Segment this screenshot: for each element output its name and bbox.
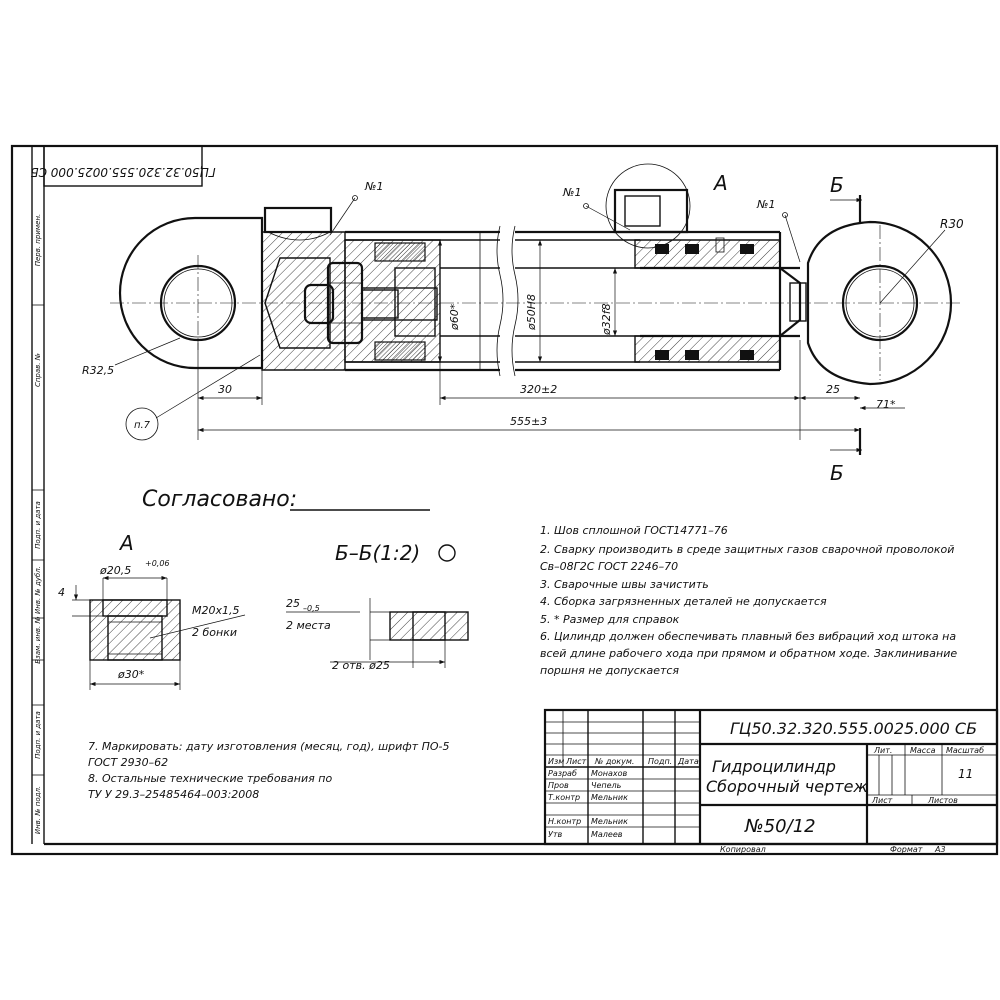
dia-60: ø60* xyxy=(448,303,461,331)
section-b-bottom: Б xyxy=(830,461,844,485)
boss xyxy=(263,206,333,234)
section-bb-title: Б–Б(1:2) xyxy=(335,541,420,565)
side-label: Взам. инв. № xyxy=(34,616,42,664)
scale-value: 11 xyxy=(958,767,973,781)
note-line: поршня не допускается xyxy=(540,664,679,677)
port-boss: А xyxy=(605,163,728,249)
footer: Копировал Формат А3 xyxy=(720,845,946,854)
p7-label: п.7 xyxy=(134,420,151,431)
detail-a-title: А xyxy=(118,531,134,555)
bb-holes: 2 отв. ø25 xyxy=(332,659,390,672)
side-label: Подп. и дата xyxy=(34,501,42,549)
side-label: Справ. № xyxy=(34,353,42,387)
name-line1: Гидроцилиндр xyxy=(712,757,836,776)
hdr-sign: Подп. xyxy=(648,757,672,766)
side-label: Перв. примен. xyxy=(34,214,42,267)
agreed-field: Согласовано: xyxy=(142,487,430,512)
hdr-list: Лист xyxy=(565,757,587,766)
note-line: 7. Маркировать: дату изготовления (месяц… xyxy=(88,740,449,753)
technical-notes: 1. Шов сплошной ГОСТ14771–76 2. Сварку п… xyxy=(540,524,957,677)
note-line: 1. Шов сплошной ГОСТ14771–76 xyxy=(540,524,728,537)
section-bb: Б–Б(1:2) 25 –0,5 2 места 2 отв. ø25 xyxy=(286,541,469,672)
bb-dim25-tol: –0,5 xyxy=(303,604,320,613)
hdr-izm: Изм xyxy=(548,757,564,766)
col-lit: Лит. xyxy=(873,746,892,755)
view-a-label: А xyxy=(712,171,728,195)
title-block: Изм Лист № докум. Подп. Дата Разраб Мона… xyxy=(543,708,999,846)
role: Утв xyxy=(548,830,563,839)
dia-32: ø32f8 xyxy=(600,303,613,336)
dia-50: ø50H8 xyxy=(525,294,538,331)
drawing-number: №50/12 xyxy=(744,816,816,837)
document-code: ГЦ50.32.320.555.0025.000 СБ xyxy=(730,719,977,738)
dim-30: 30 xyxy=(218,383,232,396)
side-label: Инв. № дубл. xyxy=(34,566,42,614)
d30: ø30* xyxy=(117,668,145,681)
section-b-top: Б xyxy=(830,173,844,197)
role: Н.контр xyxy=(548,817,581,826)
note-line: 5. * Размер для справок xyxy=(540,613,680,626)
left-eye xyxy=(118,216,264,370)
role-name: Монахов xyxy=(591,769,628,778)
note-line: всей длине рабочего хода при прямом и об… xyxy=(540,647,957,660)
dim-320: 320±2 xyxy=(520,383,557,396)
format-label: Формат xyxy=(890,845,923,854)
bb-dim25: 25 xyxy=(286,597,300,610)
note-line: 6. Цилиндр должен обеспечивать плавный б… xyxy=(540,630,956,643)
technical-notes-lower: 7. Маркировать: дату изготовления (месяц… xyxy=(88,740,449,801)
mirror-code: ГЦ50.32.320.555.0025.000 СБ xyxy=(30,165,215,179)
d205-tol: +0,06 xyxy=(145,559,170,568)
role: Т.контр xyxy=(548,793,580,802)
leaders: №1 №1 №1 xyxy=(329,180,801,263)
agreed-label: Согласовано: xyxy=(142,487,297,512)
role-name: Малеев xyxy=(591,830,623,839)
role-name: Мельник xyxy=(591,793,628,802)
right-eye: R30 xyxy=(806,217,964,386)
d205: ø20,5 xyxy=(99,564,131,577)
col-mass: Масса xyxy=(910,746,936,755)
note-line: 3. Сварочные швы зачистить xyxy=(540,578,709,591)
hdr-date: Дата xyxy=(677,757,699,766)
r325-label: R32,5 xyxy=(82,364,114,377)
bb-places: 2 места xyxy=(286,619,331,632)
leader-n1: №1 xyxy=(756,198,775,211)
format-value: А3 xyxy=(934,845,946,854)
mirror-code-box: ГЦ50.32.320.555.0025.000 СБ xyxy=(30,145,216,187)
sheets-label: Листов xyxy=(927,796,958,805)
role-name: Мельник xyxy=(591,817,628,826)
section-mark-b: Б Б xyxy=(830,173,862,485)
leader-n1: №1 xyxy=(562,186,581,199)
role: Пров xyxy=(548,781,569,790)
side-label: Подп. и дата xyxy=(34,711,42,759)
note-line: ТУ У 29.3–25485464–003:2008 xyxy=(88,788,259,801)
sheet-label: Лист xyxy=(871,796,893,805)
linear-dims: 30 320±2 555±3 25 71* xyxy=(197,340,905,440)
col-scale: Масштаб xyxy=(946,746,984,755)
copied-label: Копировал xyxy=(720,845,766,854)
cylinder-assembly: А R30 Б Б №1 №1 xyxy=(82,163,964,485)
note-line: Св–08Г2С ГОСТ 2246–70 xyxy=(540,560,678,573)
hdr-doc: № докум. xyxy=(594,757,634,766)
side-label: Инв. № подл. xyxy=(34,786,42,834)
note-line: 8. Остальные технические требования по xyxy=(88,772,332,785)
thread: М20х1,5 xyxy=(192,604,240,617)
note-line: 2. Сварку производить в среде защитных г… xyxy=(540,543,954,556)
side-labels: Перв. примен. Справ. № Подп. и дата Инв.… xyxy=(34,214,42,834)
note-line: 4. Сборка загрязненных деталей не допуск… xyxy=(540,595,827,608)
leader-n1: №1 xyxy=(364,180,383,193)
role-name: Чепель xyxy=(591,781,622,790)
dim-25: 25 xyxy=(826,383,840,396)
r30-label: R30 xyxy=(940,217,964,231)
rod xyxy=(440,266,807,338)
dim-4: 4 xyxy=(58,586,65,599)
name-line2: Сборочный чертеж xyxy=(706,777,868,796)
dim-71: 71* xyxy=(876,398,896,411)
detail-a: А ø20,5 +0,06 4 М20х1,5 2 бонки ø30* xyxy=(58,531,246,690)
note-line: ГОСТ 2930–62 xyxy=(88,756,168,769)
role: Разраб xyxy=(548,769,577,778)
count: 2 бонки xyxy=(192,626,237,639)
dim-555: 555±3 xyxy=(510,415,547,428)
diameter-dims: ø60* ø50H8 ø32f8 xyxy=(437,240,618,362)
